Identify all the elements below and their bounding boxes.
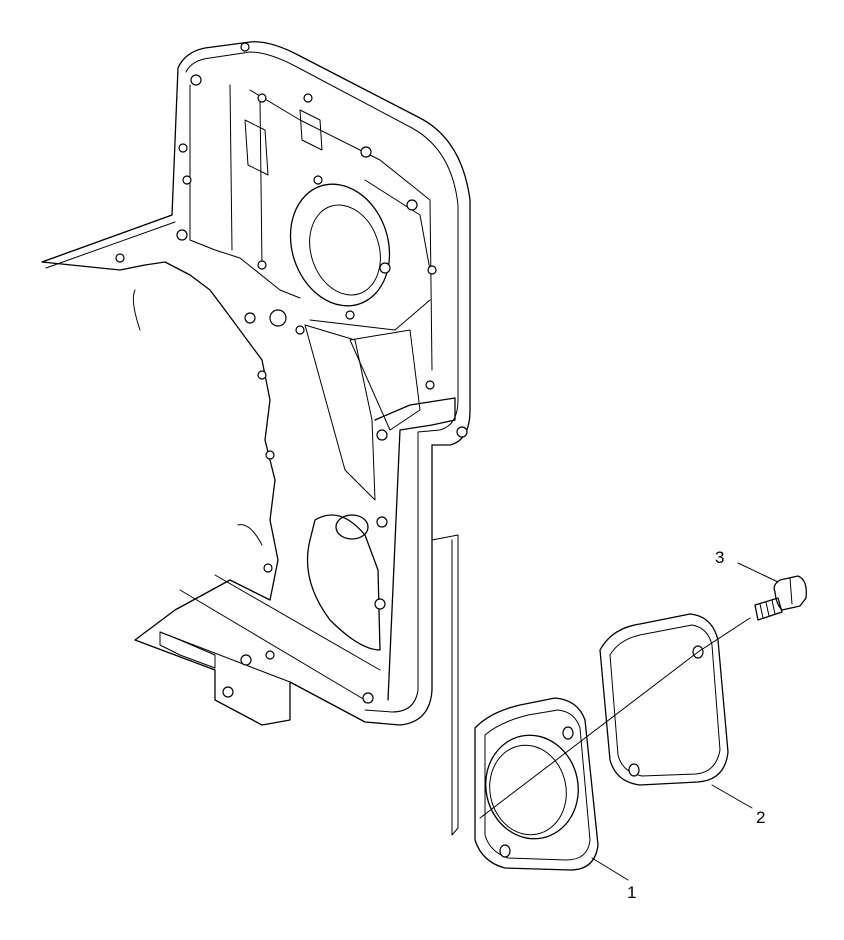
callout-label-2: 2 [756, 808, 765, 827]
part-3-flange-bolt [754, 575, 807, 621]
callout-2: 2 [711, 784, 765, 827]
callout-label-3: 3 [715, 548, 724, 567]
callout-1: 1 [591, 857, 636, 902]
assembly-center-line [479, 617, 751, 819]
callout-3: 3 [715, 548, 779, 583]
callout-label-1: 1 [627, 883, 636, 902]
part-1-seal-plate [474, 697, 599, 871]
gear-case-cover [41, 41, 471, 726]
seal-strip-outline [431, 534, 459, 836]
part-2-cover-plate [599, 613, 729, 786]
